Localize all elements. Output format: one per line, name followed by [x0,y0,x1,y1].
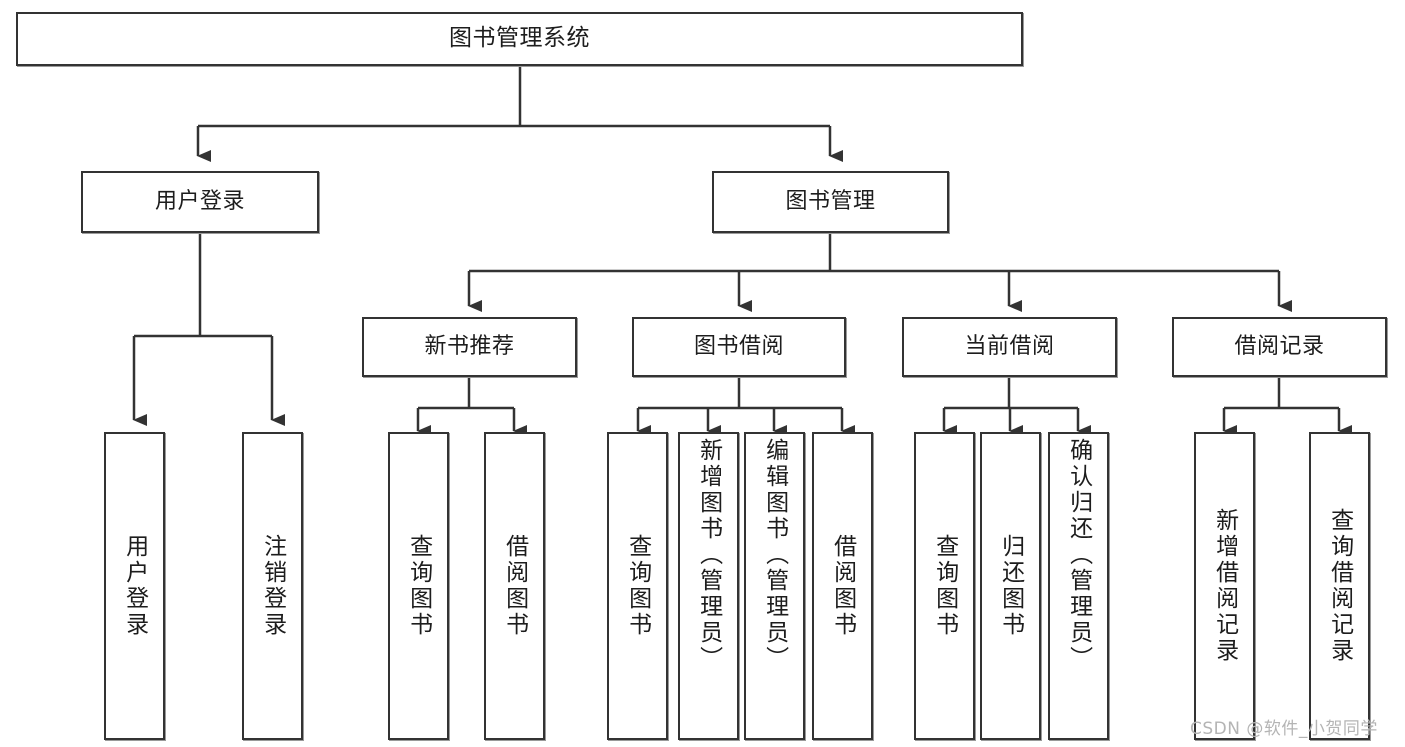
node-borrow-record[interactable]: 借阅记录 [1172,317,1387,377]
leaf-add-record[interactable]: 新增借阅记录 [1194,432,1255,740]
node-book-management[interactable]: 图书管理 [712,171,949,233]
leaf-confirm-return-label: 确认归还（管理员） [1065,438,1092,672]
leaf-query-book-3-label: 查询图书 [931,534,958,638]
node-book-borrow[interactable]: 图书借阅 [632,317,846,377]
leaf-edit-book-label: 编辑图书（管理员） [761,438,788,672]
leaf-add-book-label: 新增图书（管理员） [695,438,722,672]
leaf-logout[interactable]: 注销登录 [242,432,303,740]
leaf-query-record[interactable]: 查询借阅记录 [1309,432,1370,740]
node-user-login[interactable]: 用户登录 [81,171,319,233]
node-user-login-label: 用户登录 [154,189,245,215]
leaf-borrow-book-1-label: 借阅图书 [501,534,528,638]
node-borrow-record-label: 借阅记录 [1234,334,1325,360]
leaf-query-book-2[interactable]: 查询图书 [607,432,668,740]
leaf-add-record-label: 新增借阅记录 [1211,508,1238,664]
node-current-borrow-label: 当前借阅 [964,334,1055,360]
node-new-book-recommend-label: 新书推荐 [424,334,515,360]
leaf-borrow-book-2[interactable]: 借阅图书 [812,432,873,740]
node-root-system[interactable]: 图书管理系统 [16,12,1023,66]
node-new-book-recommend[interactable]: 新书推荐 [362,317,577,377]
leaf-borrow-book-1[interactable]: 借阅图书 [484,432,545,740]
leaf-query-book-1[interactable]: 查询图书 [388,432,449,740]
leaf-borrow-book-2-label: 借阅图书 [829,534,856,638]
leaf-user-login-label: 用户登录 [121,534,148,638]
node-book-borrow-label: 图书借阅 [693,334,784,360]
leaf-logout-label: 注销登录 [259,534,286,638]
leaf-return-book-label: 归还图书 [997,534,1024,638]
leaf-user-login[interactable]: 用户登录 [104,432,165,740]
leaf-query-record-label: 查询借阅记录 [1326,508,1353,664]
leaf-query-book-3[interactable]: 查询图书 [914,432,975,740]
watermark-text: CSDN @软件_小贺同学 [1190,719,1378,739]
leaf-edit-book[interactable]: 编辑图书（管理员） [744,432,805,740]
leaf-query-book-2-label: 查询图书 [624,534,651,638]
leaf-add-book[interactable]: 新增图书（管理员） [678,432,739,740]
leaf-query-book-1-label: 查询图书 [405,534,432,638]
node-root-label: 图书管理系统 [449,25,590,52]
leaf-return-book[interactable]: 归还图书 [980,432,1041,740]
node-book-management-label: 图书管理 [785,189,876,215]
leaf-confirm-return[interactable]: 确认归还（管理员） [1048,432,1109,740]
node-current-borrow[interactable]: 当前借阅 [902,317,1117,377]
